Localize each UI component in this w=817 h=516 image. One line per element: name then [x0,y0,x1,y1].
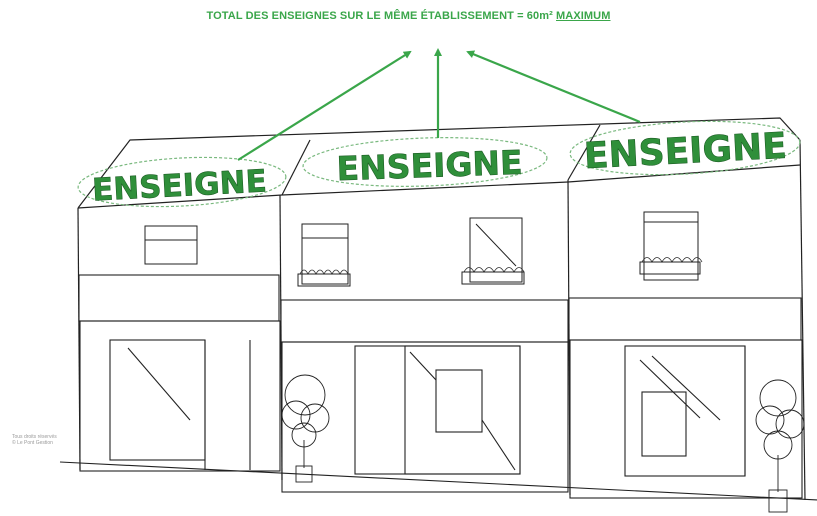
arrow-right [466,50,641,124]
potted-tree-right [755,379,805,513]
sign-label-right: ENSEIGNE [583,126,788,178]
sign-label-left: ENSEIGNE [91,163,267,208]
sign-ellipse-middle [302,137,548,187]
window-middle-a [301,223,349,285]
arrow-left [237,50,412,161]
title-main: TOTAL DES ENSEIGNES SUR LE MÊME ÉTABLISS… [206,10,557,22]
potted-tree-left [281,374,330,483]
sign-label-middle: ENSEIGNE [336,143,523,188]
sign-ellipse-left [77,156,287,208]
arrows [237,48,641,161]
window-right [643,211,699,281]
window-middle-b [469,217,523,283]
upper-windows [144,211,701,287]
page-title: TOTAL DES ENSEIGNES SUR LE MÊME ÉTABLISS… [0,10,817,22]
image-credit: Tous droits réservés © Le Pont Gestion [12,434,57,446]
sign-highlights [77,120,801,208]
sign-ellipse-right [569,120,801,176]
title-emphasis: MAXIMUM [556,10,611,22]
fascia-bands [78,274,802,343]
sign-labels: ENSEIGNE ENSEIGNE ENSEIGNE [91,125,788,208]
window-box-flowers [299,257,703,275]
window-left [144,225,198,265]
shopfronts [59,320,817,501]
